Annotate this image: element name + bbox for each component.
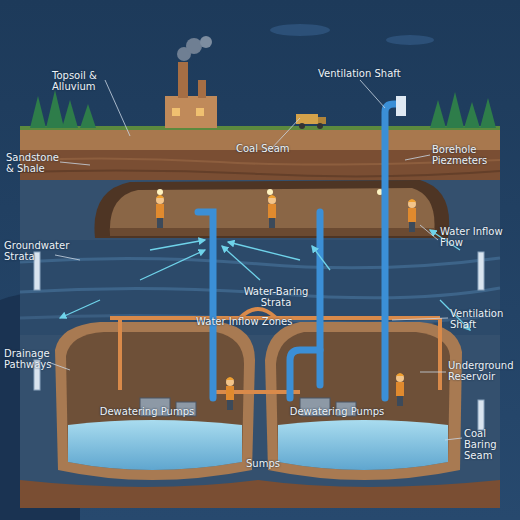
- callout-label: Coal Baring Seam: [464, 428, 516, 462]
- callout-label: Ventilation Shaft: [318, 68, 428, 79]
- callout-label: Ventilation Shaft: [450, 308, 516, 330]
- callout-label: Borehole Piezmeters: [432, 144, 512, 166]
- callout-label: Groundwater Strata: [4, 240, 58, 262]
- callout-label: Dewatering Pumps: [92, 406, 202, 417]
- callout-label: Water Inflow Zones: [196, 316, 306, 327]
- callout-label: Sumps: [238, 458, 288, 469]
- callout-label: Topsoil & Alluvium: [52, 70, 142, 92]
- callout-label: Drainage Pathways: [4, 348, 50, 370]
- callout-label: Sandstone & Shale: [6, 152, 62, 174]
- callout-label: Dewatering Pumps: [282, 406, 392, 417]
- callout-label: Coal Seam: [236, 143, 306, 154]
- callout-label: Water Inflow Flow: [440, 226, 512, 248]
- callout-label: Water-Baring Strata: [236, 286, 316, 308]
- callout-label: Underground Reservoir: [448, 360, 518, 382]
